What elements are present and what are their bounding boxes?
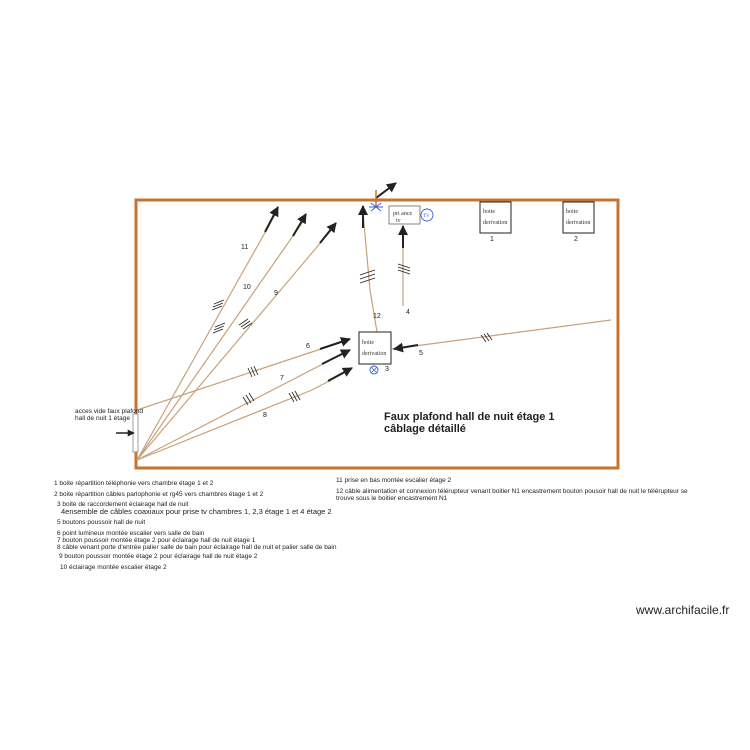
junction-box-3: boite derivation 3	[358, 331, 392, 375]
stair-entry-symbol	[369, 182, 397, 212]
legend-item-10: 10 éclairage montée escalier étage 2	[60, 564, 167, 571]
box-number-1: 1	[490, 236, 494, 243]
legend-item-9: 9 bouton poussoir montée étage 2 pour éc…	[59, 553, 258, 560]
legend-item-3: 3 boite de raccordement éclairage hall d…	[57, 501, 189, 508]
access-note: acces vide faux plafond hall de nuit 1 é…	[75, 408, 143, 422]
cable-12	[358, 205, 378, 333]
svg-text:tv: tv	[396, 218, 401, 224]
cable-8	[136, 367, 353, 461]
box-number-3: 3	[385, 366, 389, 373]
svg-text:boite: boite	[483, 209, 495, 215]
cable-4	[397, 225, 411, 306]
cable-label-4: 4	[406, 309, 410, 316]
svg-text:TV: TV	[423, 214, 430, 219]
svg-text:boite: boite	[362, 340, 374, 346]
cable-7	[136, 349, 351, 461]
cable-label-12: 12	[373, 313, 381, 320]
legend-item-8: 8 câble venant porte d'entrée palier sal…	[57, 544, 337, 551]
cable-label-8: 8	[263, 412, 267, 419]
cable-5	[391, 319, 612, 353]
legend-item-2: 2 boite répartition câbles parlophonie e…	[54, 491, 264, 498]
junction-box-2: boite derivation 2	[562, 201, 595, 243]
cable-label-7: 7	[280, 375, 284, 382]
room-outline	[134, 198, 620, 470]
svg-text:derivation: derivation	[362, 351, 386, 357]
legend-item-1: 1 boite répartition téléphonie vers cham…	[54, 480, 214, 487]
plan-title-line2: câblage détaillé	[384, 423, 466, 435]
cable-label-6: 6	[306, 343, 310, 350]
svg-text:derivation: derivation	[566, 220, 590, 226]
junction-box-1: boite derivation 1	[479, 201, 512, 243]
watermark: www.archifacile.fr	[636, 603, 730, 617]
cable-label-11: 11	[241, 244, 248, 251]
tv-symbol-icon: TV	[420, 208, 434, 222]
legend-item-4: 4ensemble de câbles coaxiaux pour prise …	[61, 507, 332, 516]
legend-item-5: 5 boutons poussoir hall de nuit	[57, 519, 146, 526]
plan-title: Faux plafond hall de nuit étage 1 câblag…	[384, 411, 555, 435]
tv-socket-box: pri ance tv	[388, 205, 421, 225]
cable-label-5: 5	[419, 350, 423, 357]
svg-text:derivation: derivation	[483, 220, 507, 226]
plan-title-line1: Faux plafond hall de nuit étage 1	[384, 411, 555, 423]
cable-label-9: 9	[274, 290, 278, 297]
legend-item-11: 11 prise en bas montée escalier étage 2	[336, 477, 452, 484]
cable-11	[136, 206, 279, 461]
cable-9	[136, 222, 337, 461]
cable-6	[136, 337, 351, 411]
svg-text:boite: boite	[566, 209, 578, 215]
box-number-2: 2	[574, 236, 578, 243]
cable-label-10: 10	[243, 284, 251, 291]
light-point-icon	[369, 365, 379, 375]
legend-item-12: 12 câble alimentation et connexion télér…	[336, 488, 688, 502]
cable-10	[136, 213, 307, 461]
legend-item-7: 7 bouton poussoir montée étage 2 pour éc…	[57, 537, 256, 544]
svg-text:pri ance: pri ance	[393, 211, 412, 217]
legend-item-6: 6 point lumineux montée escalier vers sa…	[57, 530, 205, 537]
